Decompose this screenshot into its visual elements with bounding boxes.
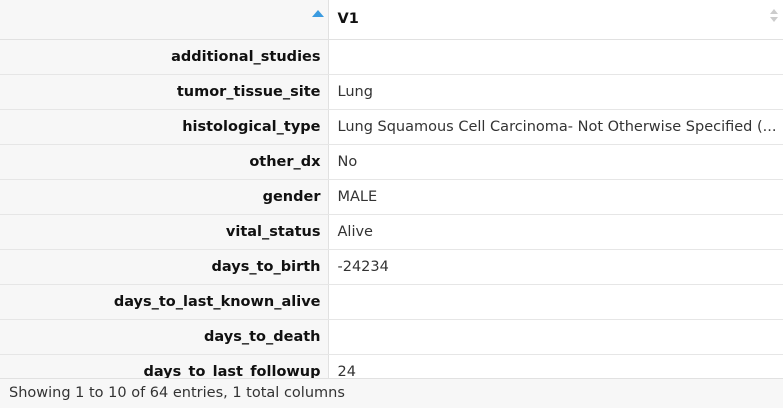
header-row: V1 — [0, 0, 783, 40]
table-scroll-area[interactable]: V1 additional_studies tumor_tissue_site … — [0, 0, 783, 378]
row-name: days_to_death — [0, 319, 329, 355]
table-row: histological_type Lung Squamous Cell Car… — [0, 109, 783, 145]
cell-value[interactable] — [328, 319, 783, 355]
row-name: additional_studies — [0, 39, 329, 75]
table-row: tumor_tissue_site Lung — [0, 74, 783, 110]
table-status-bar: Showing 1 to 10 of 64 entries, 1 total c… — [0, 378, 783, 408]
table-row: additional_studies — [0, 39, 783, 75]
cell-value[interactable]: Lung Squamous Cell Carcinoma- Not Otherw… — [328, 109, 783, 145]
table-row: days_to_birth -24234 — [0, 249, 783, 285]
row-name: tumor_tissue_site — [0, 74, 329, 110]
cell-value[interactable]: Alive — [328, 214, 783, 250]
row-name: days_to_last_followup — [0, 354, 329, 378]
cell-value[interactable]: No — [328, 144, 783, 180]
row-name: other_dx — [0, 144, 329, 180]
table-row: days_to_last_followup 24 — [0, 354, 783, 378]
cell-value[interactable]: 24 — [328, 354, 783, 378]
cell-value[interactable]: -24234 — [328, 249, 783, 285]
cell-value[interactable]: MALE — [328, 179, 783, 215]
cell-value[interactable] — [328, 284, 783, 320]
row-name: vital_status — [0, 214, 329, 250]
column-header-v1[interactable]: V1 — [328, 0, 783, 40]
table-row: days_to_last_known_alive — [0, 284, 783, 320]
table-row: other_dx No — [0, 144, 783, 180]
row-name: gender — [0, 179, 329, 215]
table-row: gender MALE — [0, 179, 783, 215]
row-name: histological_type — [0, 109, 329, 145]
table-row: days_to_death — [0, 319, 783, 355]
row-name: days_to_last_known_alive — [0, 284, 329, 320]
row-name: days_to_birth — [0, 249, 329, 285]
data-table: V1 additional_studies tumor_tissue_site … — [0, 0, 783, 378]
sort-ascending-icon[interactable] — [311, 10, 324, 17]
table-row: vital_status Alive — [0, 214, 783, 250]
entries-summary: Showing 1 to 10 of 64 entries, 1 total c… — [9, 385, 345, 401]
cell-value[interactable] — [328, 39, 783, 75]
rownames-column-header[interactable] — [0, 0, 329, 40]
sort-both-icon[interactable] — [770, 8, 780, 24]
cell-value[interactable]: Lung — [328, 74, 783, 110]
column-header-label: V1 — [337, 11, 359, 28]
